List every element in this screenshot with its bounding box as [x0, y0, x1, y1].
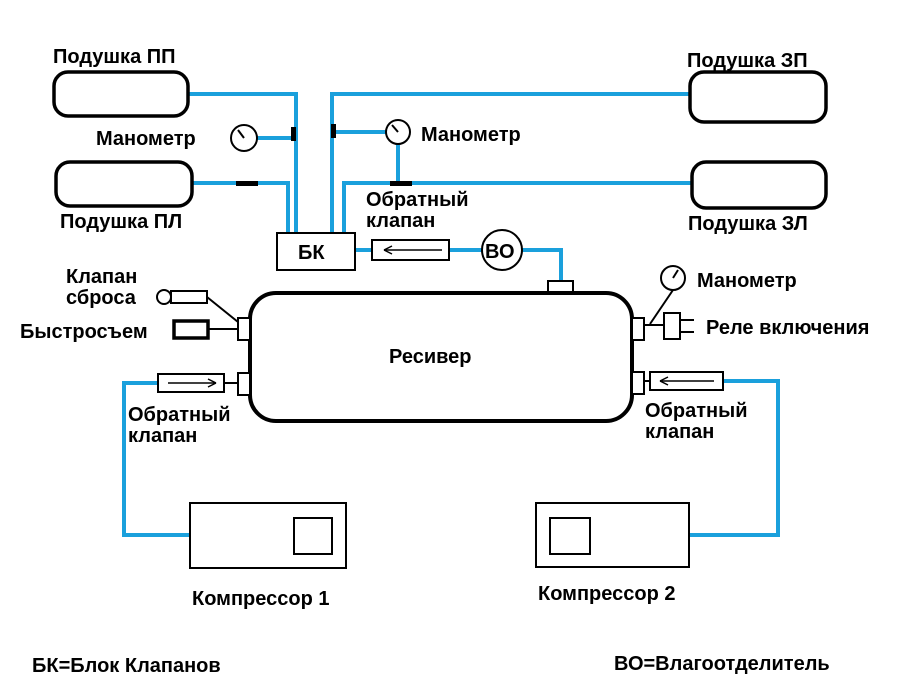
label-compressor-1: Компрессор 1 [192, 588, 329, 610]
label-manometer-receiver: Манометр [697, 270, 797, 292]
receiver-port-right-lower [631, 371, 645, 395]
label-vo: ВО [485, 241, 515, 263]
label-release-valve-2: сброса [66, 287, 137, 309]
pipe-cushion-rr [330, 92, 692, 235]
cushion-front-left [54, 160, 194, 208]
label-check-valve-left-1: Обратный [128, 404, 231, 426]
label-check-valve-top-2: клапан [366, 210, 435, 232]
moisture-separator-vo [481, 229, 523, 271]
release-valve-knob-icon [156, 289, 172, 305]
receiver [248, 291, 634, 423]
pipe-cushion-fr [186, 92, 298, 235]
cushion-rear-left [690, 160, 828, 210]
tee-marker-rr [331, 124, 336, 138]
legend-vo: ВО=Влагоотделитель [614, 653, 830, 675]
label-cushion-rr: Подушка ЗП [687, 50, 808, 72]
label-release-valve-1: Клапан [66, 266, 137, 288]
cushion-rear-right [688, 70, 828, 124]
release-valve-body [170, 290, 208, 304]
receiver-port-left-upper [237, 317, 251, 341]
manometer-receiver-link [649, 289, 674, 325]
label-check-valve-top-1: Обратный [366, 189, 469, 211]
label-check-valve-left-2: клапан [128, 425, 197, 447]
release-valve-link [206, 296, 239, 323]
label-receiver: Ресивер [389, 346, 472, 368]
label-manometer-left: Манометр [96, 128, 196, 150]
cushion-front-right [52, 70, 190, 118]
pipe-cushion-fl [190, 181, 290, 235]
pipe-vo-receiver [520, 248, 563, 283]
legend-bk: БК=Блок Клапанов [32, 655, 221, 677]
quick-connect [172, 319, 210, 340]
relay-switch [663, 312, 681, 340]
tee-marker-fl [236, 181, 258, 186]
arrow-left-icon [383, 245, 442, 255]
label-manometer-right: Манометр [421, 124, 521, 146]
receiver-port-left-lower [237, 372, 251, 396]
compressor-1-outlet [293, 517, 333, 555]
pipe-cushion-rl [342, 181, 694, 235]
arrow-left-icon [659, 376, 714, 386]
valve-block-bk [276, 232, 356, 271]
manometer-right [385, 119, 411, 145]
label-cushion-fr: Подушка ПП [53, 46, 176, 68]
receiver-port-right-upper [631, 317, 645, 341]
arrow-right-icon [168, 378, 217, 388]
label-relay: Реле включения [706, 317, 869, 339]
manometer-left [230, 124, 258, 152]
label-quick-connect: Быстросъем [20, 321, 148, 343]
compressor-2-outlet [549, 517, 591, 555]
tee-marker-fr [291, 127, 296, 141]
label-compressor-2: Компрессор 2 [538, 583, 675, 605]
label-check-valve-right-1: Обратный [645, 400, 748, 422]
label-bk: БК [298, 242, 325, 264]
tee-marker-rl [390, 181, 412, 186]
label-check-valve-right-2: клапан [645, 421, 714, 443]
label-cushion-rl: Подушка ЗЛ [688, 213, 808, 235]
label-cushion-fl: Подушка ПЛ [60, 211, 182, 233]
